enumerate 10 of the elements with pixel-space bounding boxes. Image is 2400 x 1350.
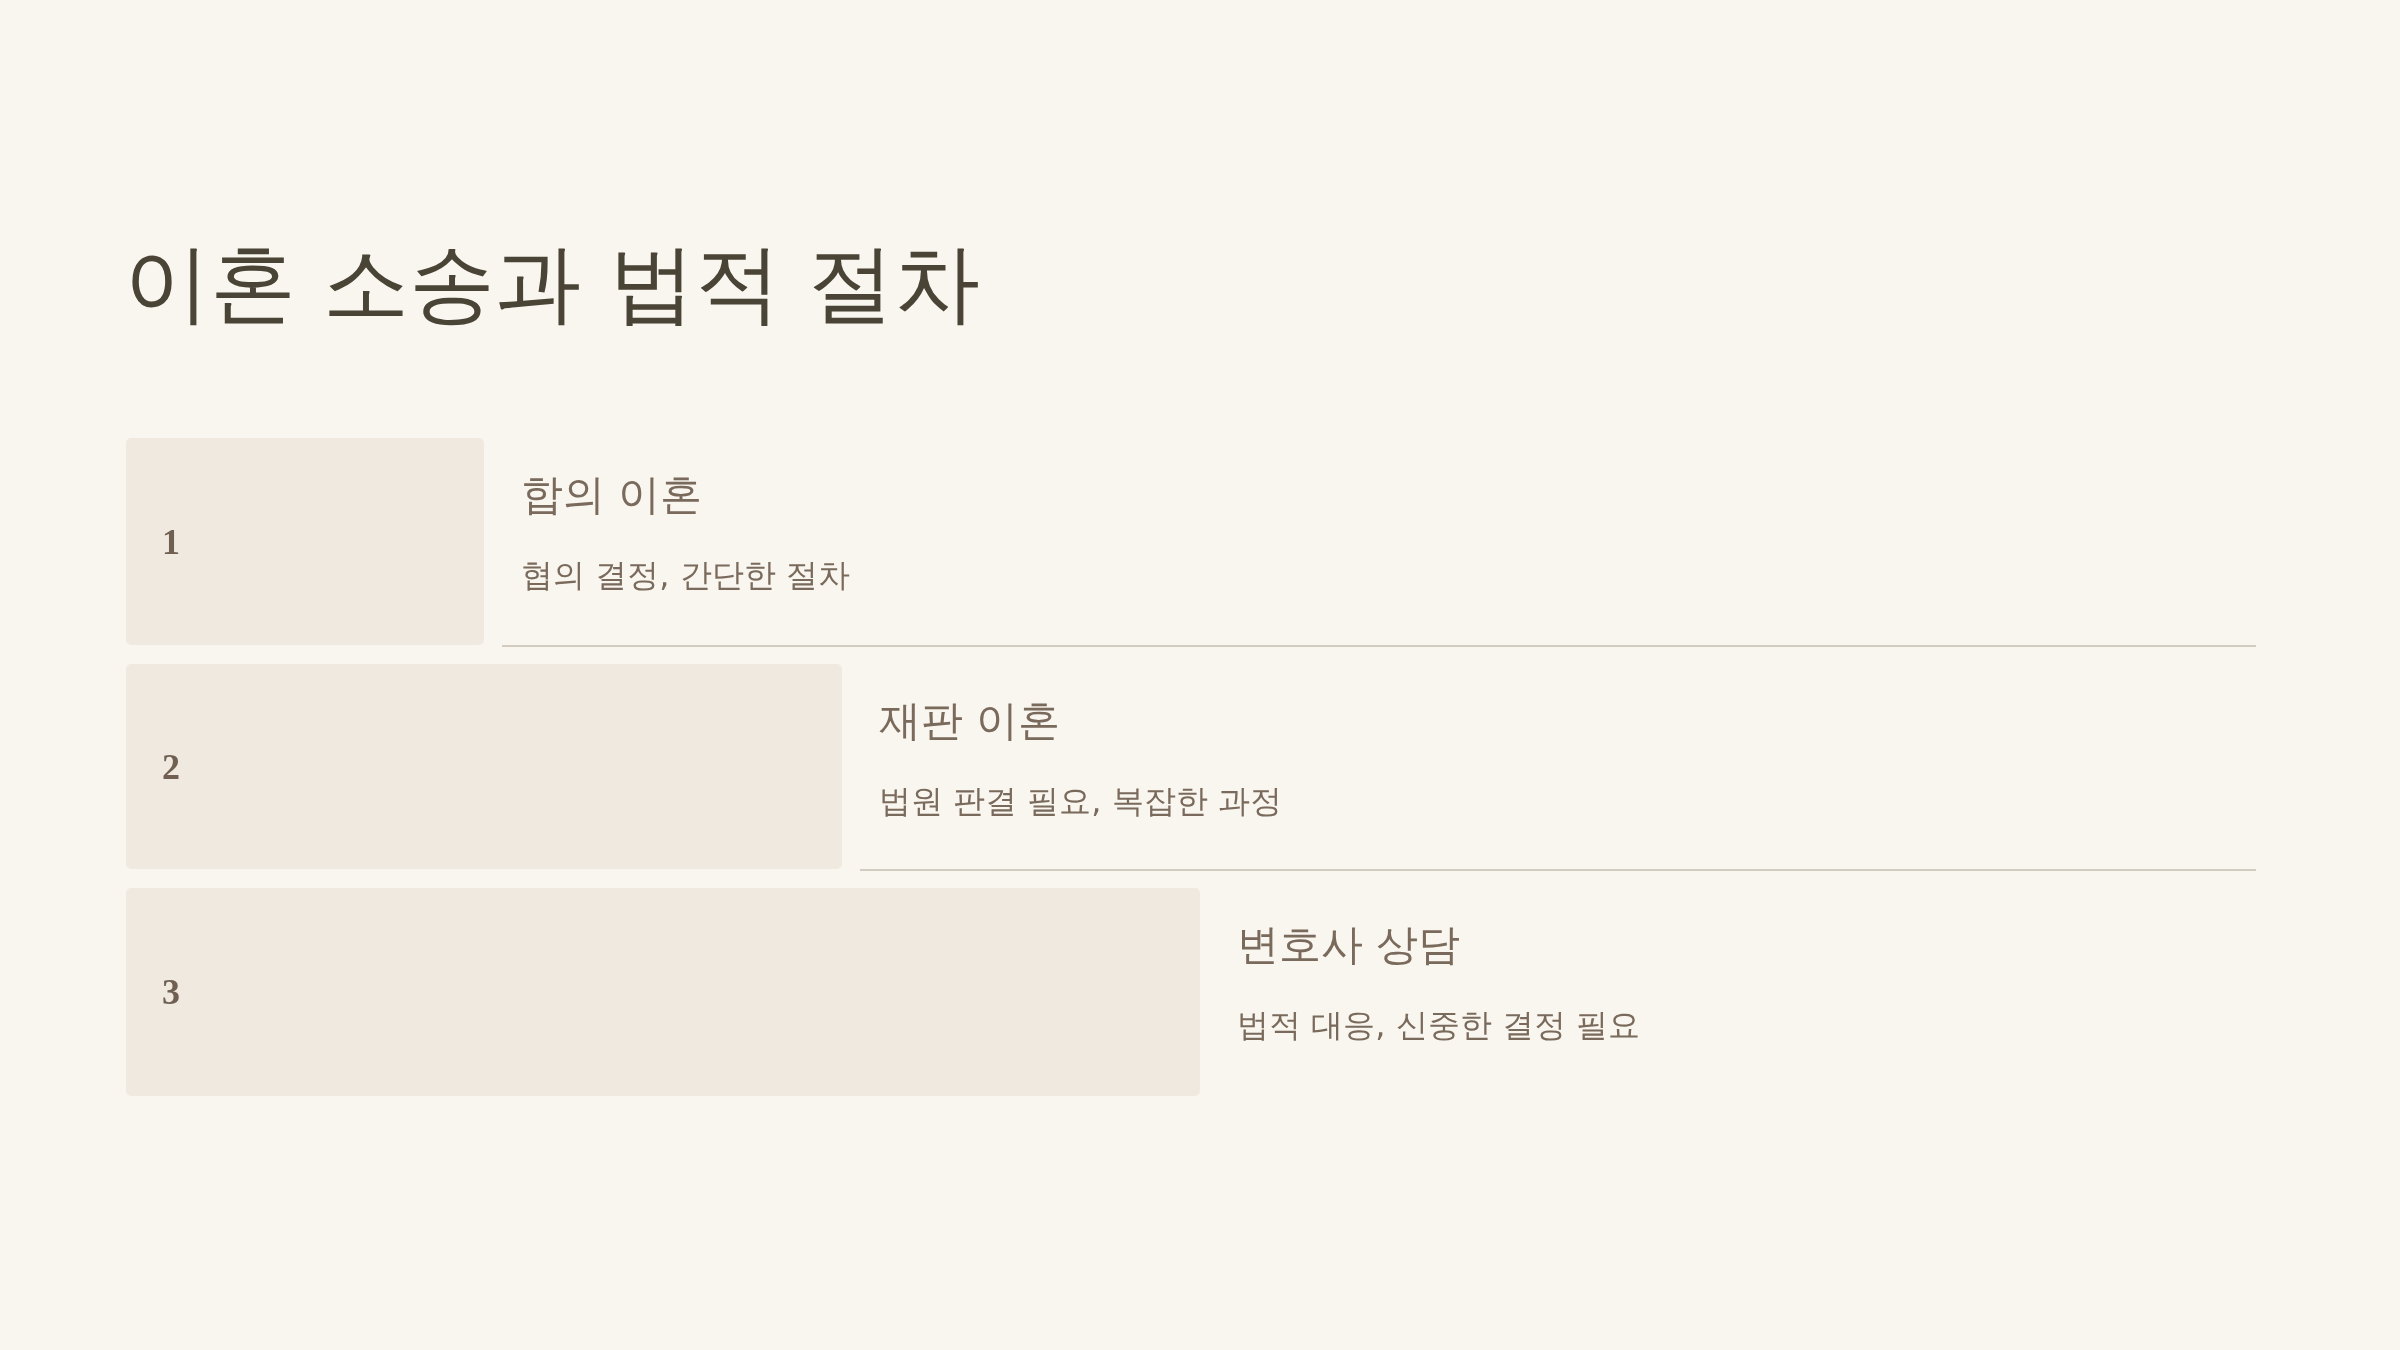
step-heading: 변호사 상담	[1237, 920, 1461, 971]
step-heading: 재판 이혼	[879, 696, 1061, 747]
step-description: 법원 판결 필요, 복잡한 과정	[879, 782, 1282, 821]
step-heading: 합의 이혼	[521, 470, 703, 521]
step-number: 1	[162, 523, 180, 560]
title: 이혼 소송과 법적 절차	[124, 232, 980, 335]
step-number: 3	[162, 974, 180, 1010]
step-description: 법적 대응, 신중한 결정 필요	[1237, 1006, 1640, 1045]
step-number: 2	[162, 748, 180, 785]
step-description: 협의 결정, 간단한 절차	[521, 556, 850, 595]
